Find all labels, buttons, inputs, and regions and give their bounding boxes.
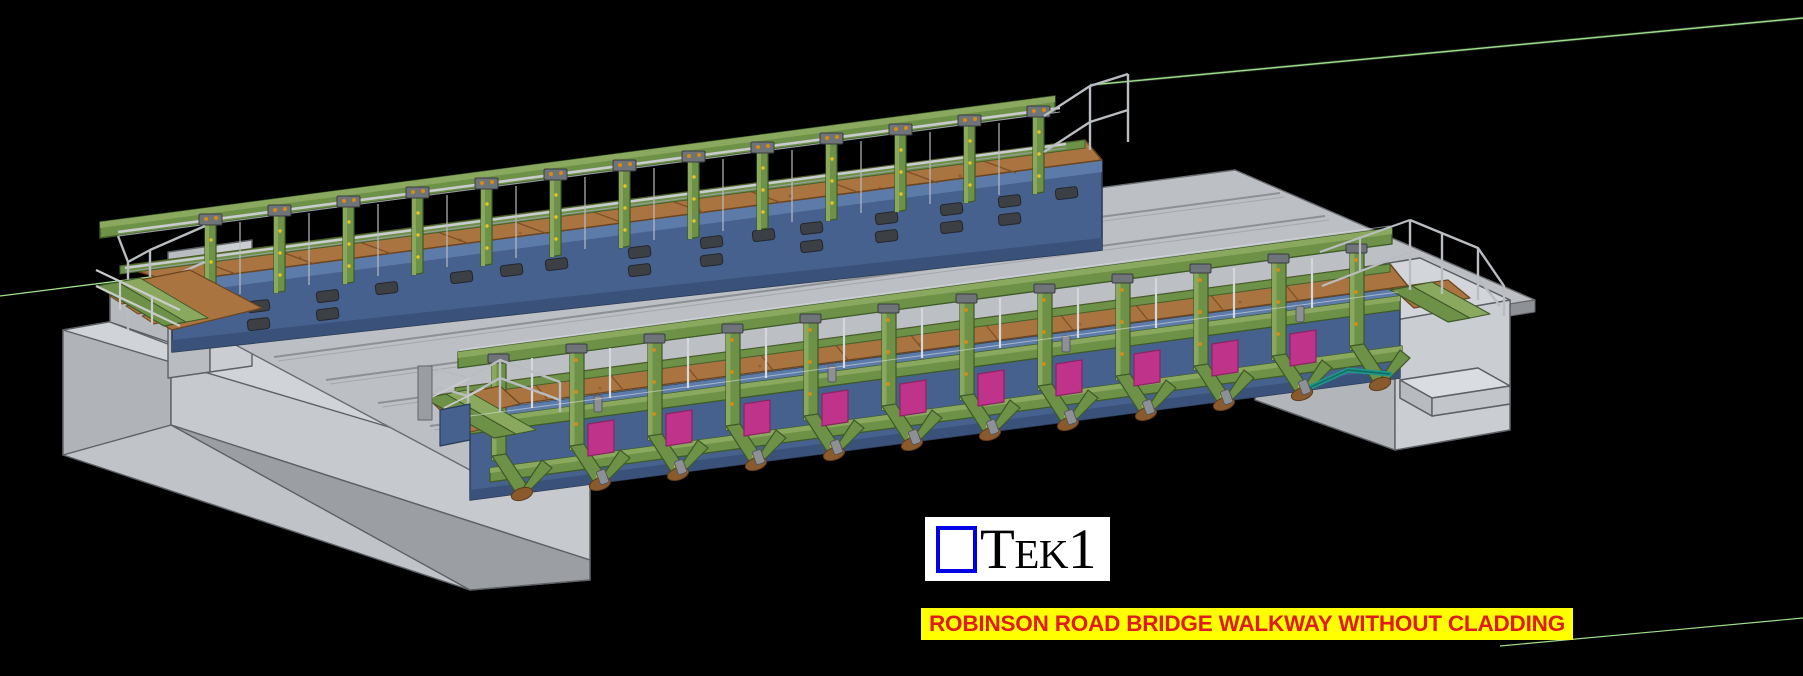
right-stair-handrail xyxy=(1408,218,1506,316)
frame-top-caps xyxy=(487,243,1368,364)
near-handrail xyxy=(530,258,1314,408)
logo-numeral-one: 1 xyxy=(1067,517,1097,581)
grade-line xyxy=(0,16,1803,647)
frame-fittings xyxy=(593,305,1312,486)
left-stair xyxy=(95,269,263,331)
far-handrail xyxy=(116,72,1130,330)
near-chords xyxy=(457,227,1403,483)
logo-letter-e: E xyxy=(1014,530,1039,577)
left-blue-return xyxy=(439,403,471,447)
far-rail-right-end xyxy=(1043,72,1130,154)
logo-letter-k: K xyxy=(1038,530,1069,577)
logo-square-mark-icon xyxy=(936,525,977,573)
logo-letter-t: T xyxy=(980,517,1015,581)
right-stair xyxy=(1319,218,1506,323)
drawing-title-banner: ROBINSON ROAD BRIDGE WALKWAY WITHOUT CLA… xyxy=(921,608,1573,640)
far-blue-beam xyxy=(171,159,1103,353)
